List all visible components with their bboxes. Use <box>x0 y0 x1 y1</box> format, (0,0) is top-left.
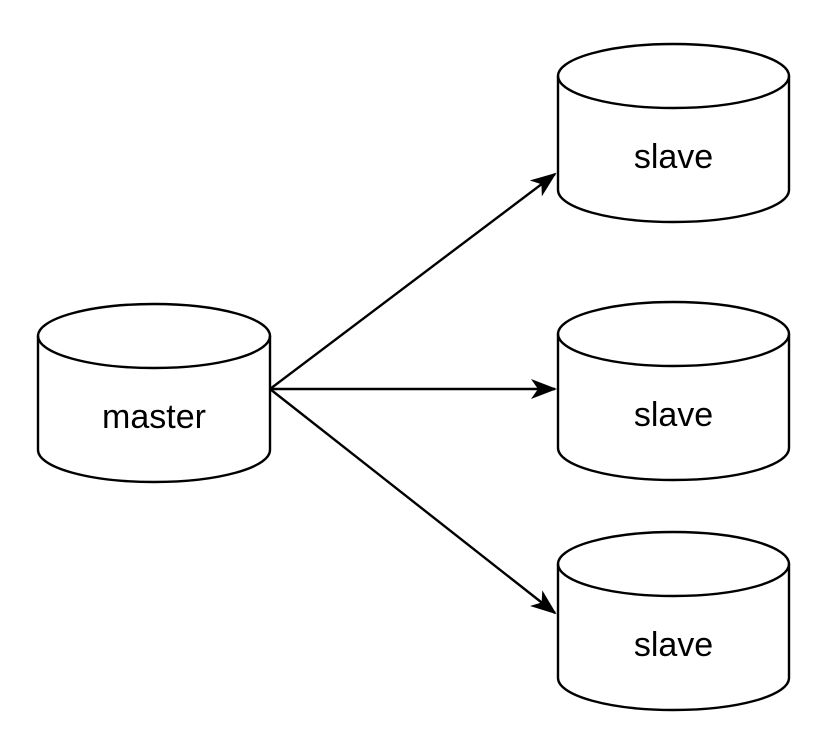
cylinder-body <box>556 42 791 224</box>
cylinder-body <box>556 300 791 482</box>
edges-layer <box>269 172 557 615</box>
cylinder-lid-arc <box>556 563 791 598</box>
cylinder-body <box>556 530 791 712</box>
db-cylinder-slave-3: slave <box>556 530 791 712</box>
nodes-layer: master slave slave slave <box>36 42 791 712</box>
node-label-slave-1: slave <box>634 138 713 176</box>
cylinder-lid-arc <box>36 335 272 370</box>
node-label-slave-2: slave <box>634 396 713 434</box>
replication-arrow-master-to-slave-3 <box>269 388 557 615</box>
cylinder-body <box>36 302 272 484</box>
replication-arrow-master-to-slave-1 <box>269 172 557 390</box>
db-cylinder-slave-1: slave <box>556 42 791 224</box>
node-label-master: master <box>102 398 206 436</box>
db-cylinder-slave-2: slave <box>556 300 791 482</box>
cylinder-lid-arc <box>556 333 791 368</box>
node-label-slave-3: slave <box>634 626 713 664</box>
db-cylinder-master: master <box>36 302 272 484</box>
cylinder-lid-arc <box>556 75 791 110</box>
